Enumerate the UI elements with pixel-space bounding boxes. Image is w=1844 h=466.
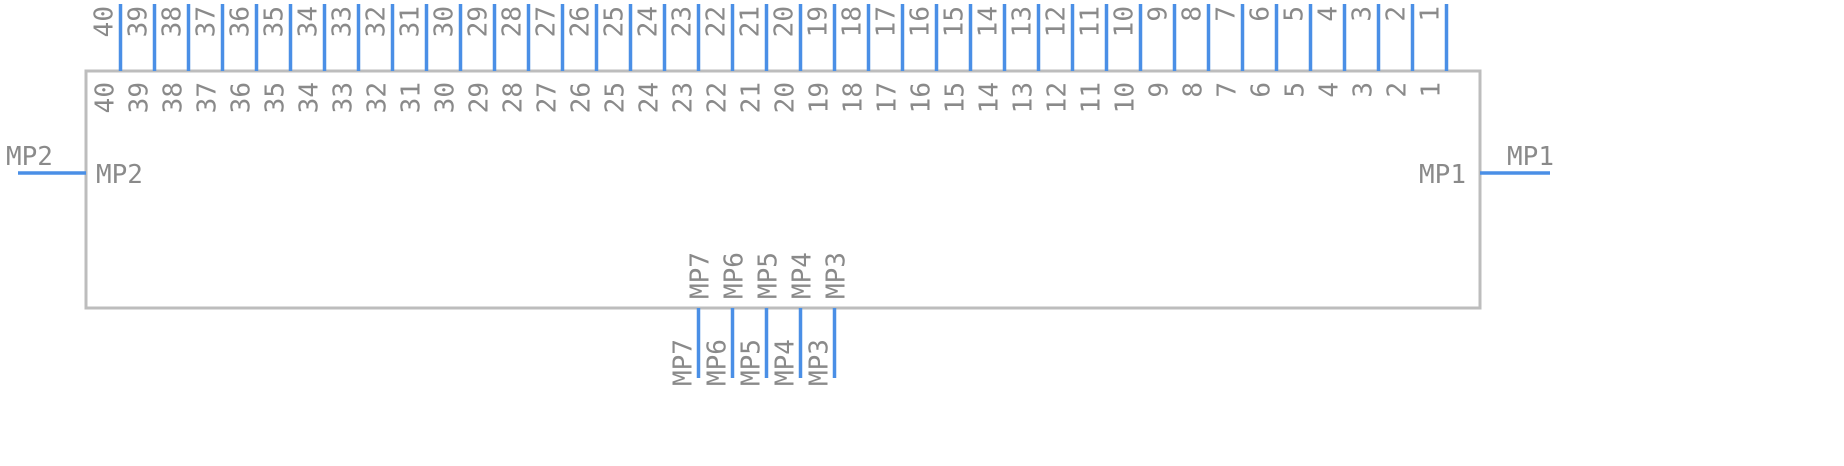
component-body-outline <box>84 69 1482 310</box>
pin-label-outer-29: 29 <box>464 6 494 37</box>
pin-label-inner-17: 17 <box>873 82 903 113</box>
pin-label-outer-9: 9 <box>1144 6 1174 22</box>
pin-label-outer-mp7: MP7 <box>669 339 699 386</box>
pin-label-outer-6: 6 <box>1246 6 1276 22</box>
pin-label-outer-27: 27 <box>532 6 562 37</box>
pin-label-outer-20: 20 <box>770 6 800 37</box>
pin-label-outer-11: 11 <box>1076 6 1106 37</box>
pin-label-outer-22: 22 <box>702 6 732 37</box>
pin-label-inner-mp3: MP3 <box>822 252 852 299</box>
pin-label-inner-9: 9 <box>1145 82 1175 98</box>
pin-label-inner-39: 39 <box>125 82 155 113</box>
pin-label-inner-4: 4 <box>1315 82 1345 98</box>
pin-label-inner-13: 13 <box>1009 82 1039 113</box>
pin-label-inner-18: 18 <box>839 82 869 113</box>
pin-label-inner-40: 40 <box>91 82 121 113</box>
pin-label-outer-7: 7 <box>1212 6 1242 22</box>
pin-label-inner-30: 30 <box>431 82 461 113</box>
pin-label-outer-18: 18 <box>838 6 868 37</box>
pin-label-outer-28: 28 <box>498 6 528 37</box>
pin-label-outer-mp2: MP2 <box>6 142 53 172</box>
pin-label-outer-24: 24 <box>634 6 664 37</box>
pin-label-inner-29: 29 <box>465 82 495 113</box>
pin-label-outer-21: 21 <box>736 6 766 37</box>
pin-label-inner-mp7: MP7 <box>686 252 716 299</box>
pin-label-inner-26: 26 <box>567 82 597 113</box>
pin-label-outer-mp5: MP5 <box>737 339 767 386</box>
pin-label-inner-2: 2 <box>1383 82 1413 98</box>
pin-label-outer-36: 36 <box>226 6 256 37</box>
pin-label-outer-30: 30 <box>430 6 460 37</box>
pin-label-inner-19: 19 <box>805 82 835 113</box>
pin-label-outer-2: 2 <box>1382 6 1412 22</box>
pin-label-outer-12: 12 <box>1042 6 1072 37</box>
pin-label-outer-17: 17 <box>872 6 902 37</box>
pin-label-inner-16: 16 <box>907 82 937 113</box>
pin-label-inner-5: 5 <box>1281 82 1311 98</box>
pin-label-inner-22: 22 <box>703 82 733 113</box>
pin-label-outer-3: 3 <box>1348 6 1378 22</box>
pin-label-outer-37: 37 <box>192 6 222 37</box>
pin-label-inner-12: 12 <box>1043 82 1073 113</box>
pin-label-outer-35: 35 <box>260 6 290 37</box>
pin-label-outer-8: 8 <box>1178 6 1208 22</box>
pin-label-outer-25: 25 <box>600 6 630 37</box>
pin-label-inner-15: 15 <box>941 82 971 113</box>
pin-label-outer-13: 13 <box>1008 6 1038 37</box>
pin-label-inner-3: 3 <box>1349 82 1379 98</box>
pin-label-outer-19: 19 <box>804 6 834 37</box>
pin-label-outer-5: 5 <box>1280 6 1310 22</box>
pin-label-inner-11: 11 <box>1077 82 1107 113</box>
pin-label-outer-10: 10 <box>1110 6 1140 37</box>
pin-label-inner-mp2: MP2 <box>96 160 143 190</box>
pin-label-inner-mp5: MP5 <box>754 252 784 299</box>
pin-label-inner-24: 24 <box>635 82 665 113</box>
pin-label-outer-33: 33 <box>328 6 358 37</box>
pin-label-inner-23: 23 <box>669 82 699 113</box>
pin-label-inner-38: 38 <box>159 82 189 113</box>
pin-label-outer-32: 32 <box>362 6 392 37</box>
pin-label-inner-mp6: MP6 <box>720 252 750 299</box>
pin-label-inner-36: 36 <box>227 82 257 113</box>
pin-label-inner-14: 14 <box>975 82 1005 113</box>
pin-label-outer-16: 16 <box>906 6 936 37</box>
pin-label-outer-40: 40 <box>90 6 120 37</box>
pin-label-outer-15: 15 <box>940 6 970 37</box>
pin-label-outer-mp4: MP4 <box>771 339 801 386</box>
pin-label-outer-39: 39 <box>124 6 154 37</box>
pin-label-inner-31: 31 <box>397 82 427 113</box>
pin-label-inner-32: 32 <box>363 82 393 113</box>
pin-label-inner-33: 33 <box>329 82 359 113</box>
pin-label-inner-37: 37 <box>193 82 223 113</box>
pin-label-outer-34: 34 <box>294 6 324 37</box>
pin-label-inner-21: 21 <box>737 82 767 113</box>
pin-label-inner-28: 28 <box>499 82 529 113</box>
pin-label-inner-1: 1 <box>1417 82 1447 98</box>
pin-label-outer-26: 26 <box>566 6 596 37</box>
pin-label-inner-mp4: MP4 <box>788 252 818 299</box>
pin-label-outer-mp1: MP1 <box>1507 142 1554 172</box>
pin-label-outer-38: 38 <box>158 6 188 37</box>
pin-label-outer-1: 1 <box>1416 6 1446 22</box>
pin-label-inner-10: 10 <box>1111 82 1141 113</box>
pin-label-outer-mp3: MP3 <box>805 339 835 386</box>
pin-label-inner-20: 20 <box>771 82 801 113</box>
pin-label-outer-mp6: MP6 <box>703 339 733 386</box>
pin-label-inner-mp1: MP1 <box>1419 160 1466 190</box>
pin-label-inner-8: 8 <box>1179 82 1209 98</box>
pin-label-inner-35: 35 <box>261 82 291 113</box>
pin-label-inner-7: 7 <box>1213 82 1243 98</box>
pin-label-outer-14: 14 <box>974 6 1004 37</box>
pin-label-inner-25: 25 <box>601 82 631 113</box>
pin-label-inner-34: 34 <box>295 82 325 113</box>
pin-label-inner-27: 27 <box>533 82 563 113</box>
pin-label-outer-4: 4 <box>1314 6 1344 22</box>
pin-label-inner-6: 6 <box>1247 82 1277 98</box>
pin-label-outer-23: 23 <box>668 6 698 37</box>
pin-label-outer-31: 31 <box>396 6 426 37</box>
